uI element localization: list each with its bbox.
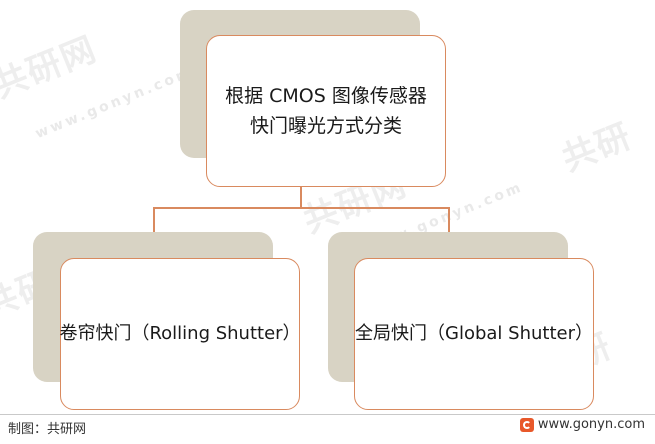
watermark-logo: 共研网 [0, 28, 103, 107]
child-node-label: 卷帘快门（Rolling Shutter） [59, 323, 301, 344]
gonyn-logo-icon [519, 417, 534, 432]
connector-root-down [300, 187, 302, 207]
connector-horizontal [153, 207, 449, 209]
footer-site-url: www.gonyn.com [537, 417, 645, 432]
footer-credit: 制图：共研网 [8, 422, 87, 437]
root-node: 根据 CMOS 图像传感器快门曝光方式分类 [206, 35, 446, 187]
child-node-global-shutter: 全局快门（Global Shutter） [354, 258, 594, 410]
footer-site: www.gonyn.com [519, 417, 645, 432]
connector-left-down [153, 207, 155, 234]
child-node-label: 全局快门（Global Shutter） [355, 323, 593, 344]
child-node-rolling-shutter: 卷帘快门（Rolling Shutter） [59, 258, 301, 410]
footer-divider [0, 414, 655, 415]
watermark-logo: 共研 [556, 115, 639, 180]
root-node-label: 根据 CMOS 图像传感器快门曝光方式分类 [225, 85, 427, 137]
connector-right-down [448, 207, 450, 234]
